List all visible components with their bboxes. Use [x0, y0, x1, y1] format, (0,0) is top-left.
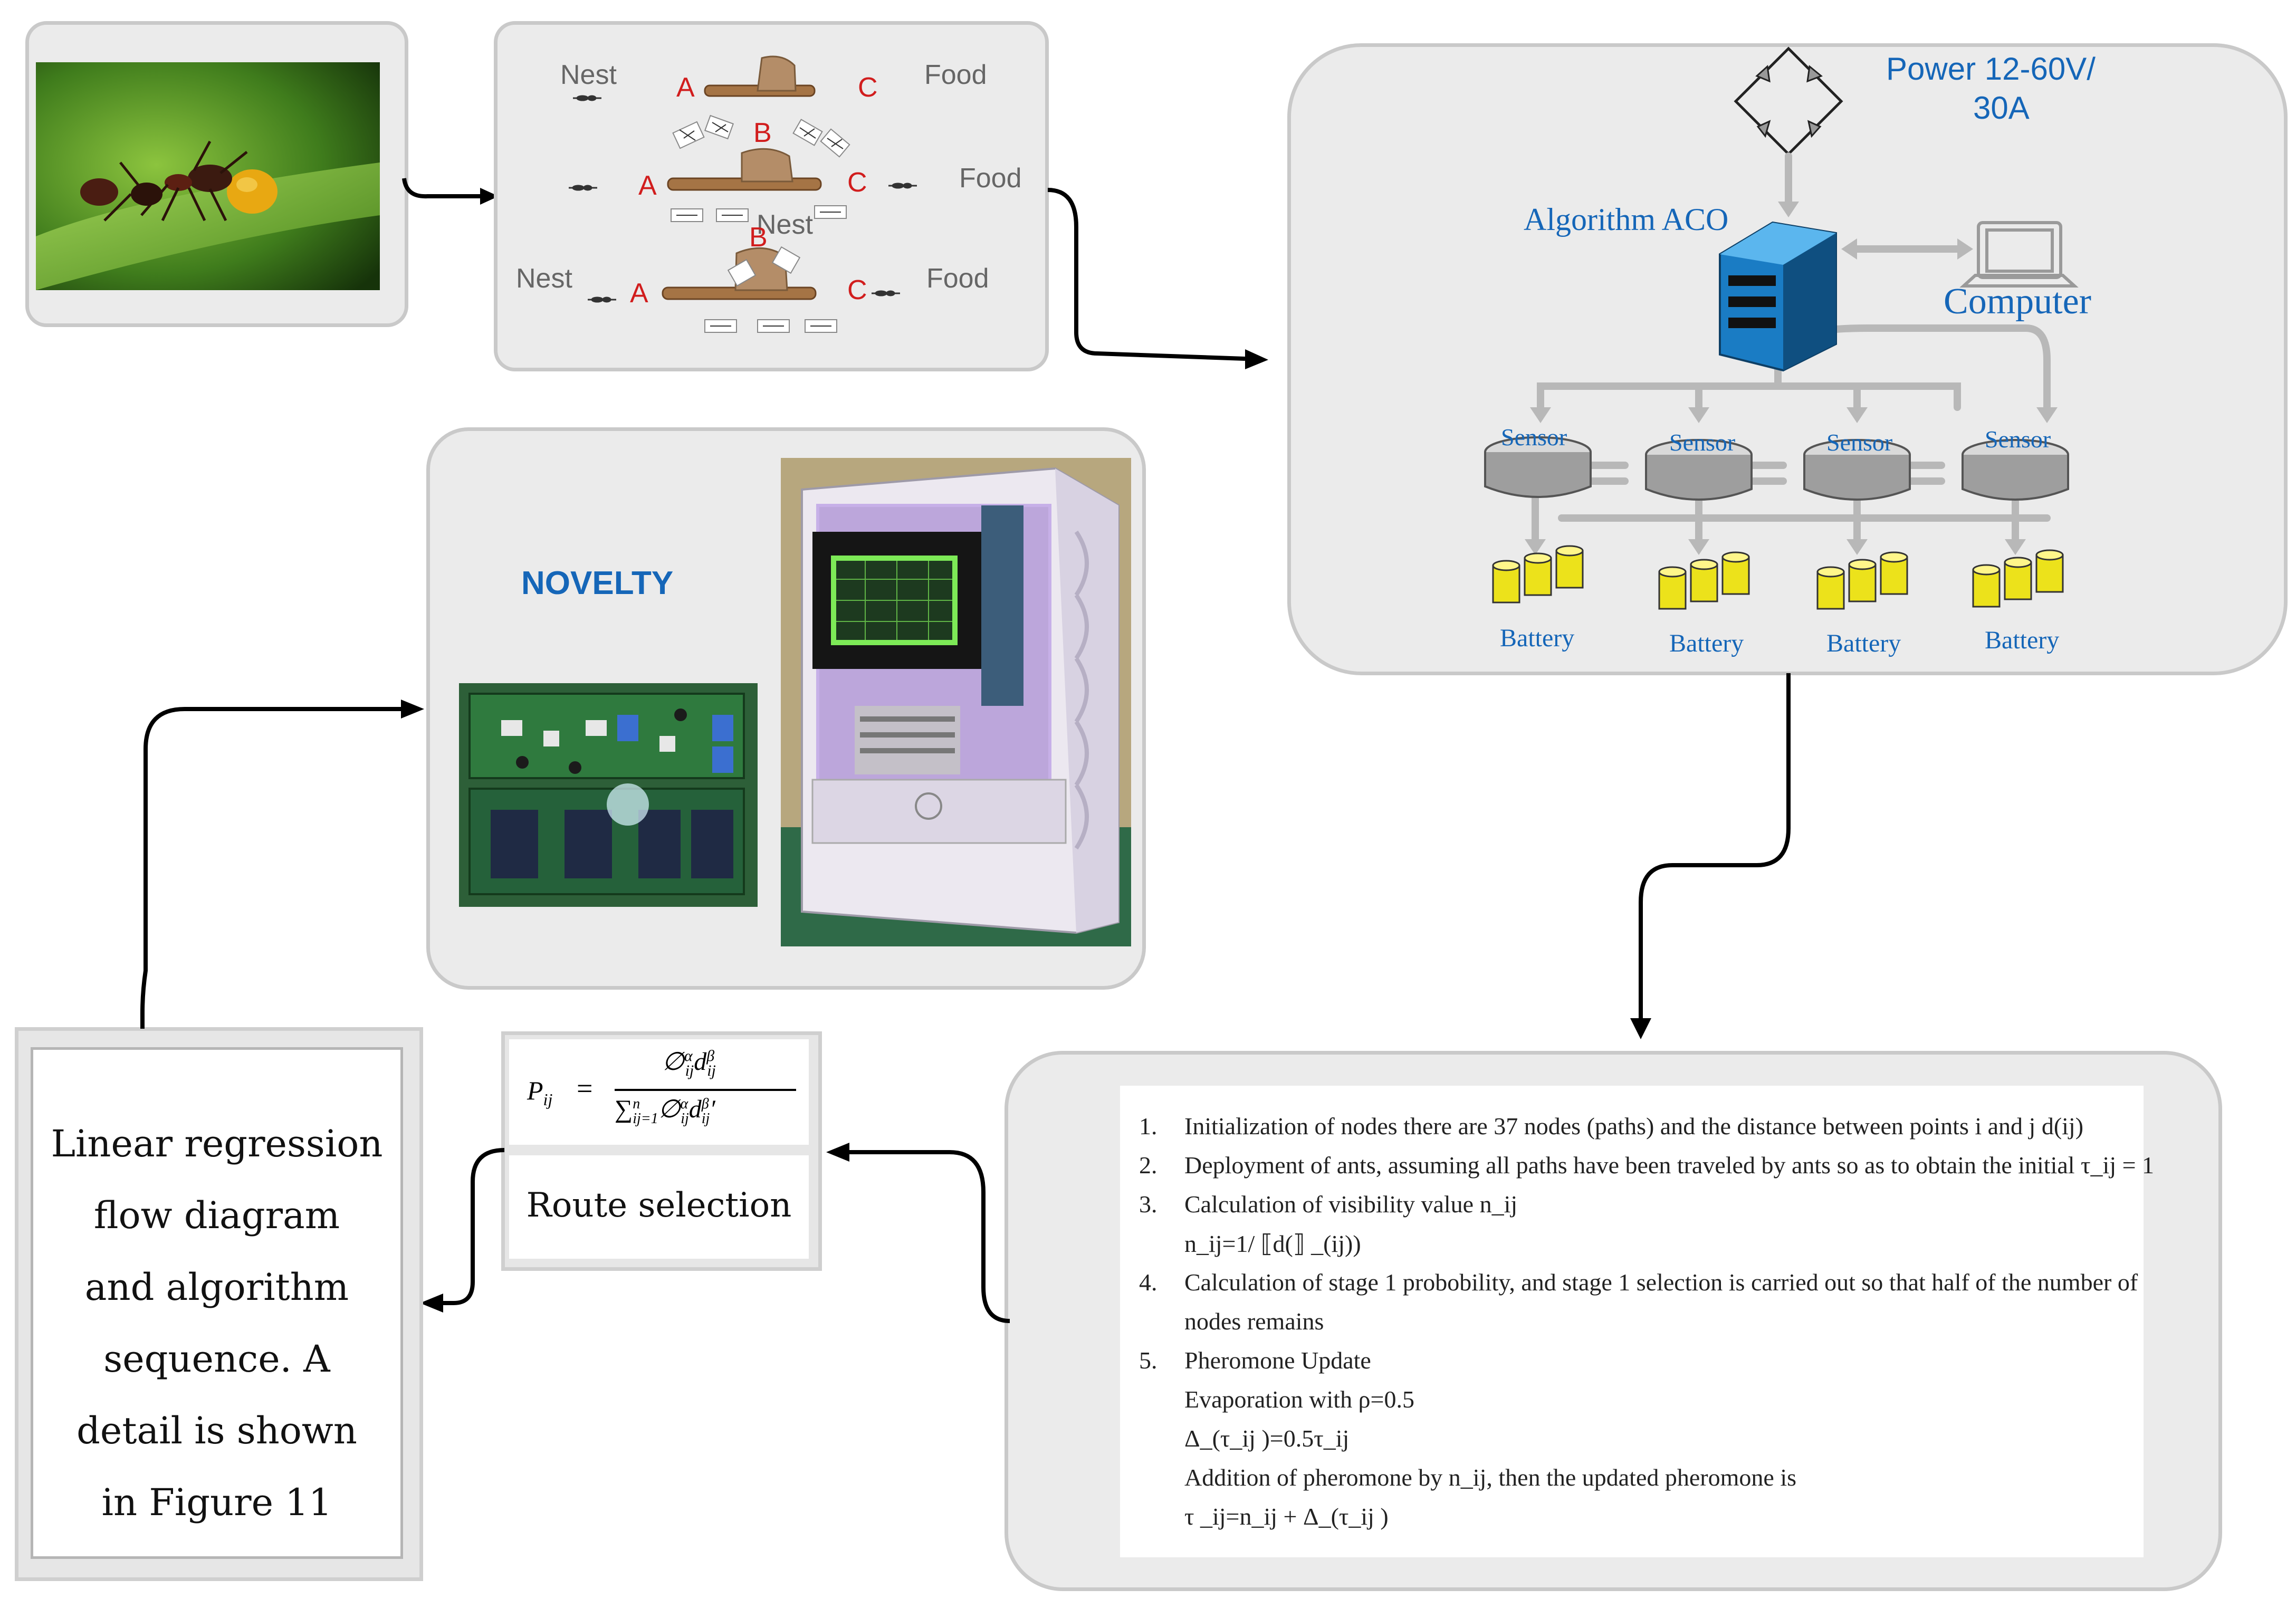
battery-label-2: Battery: [1669, 629, 1744, 657]
step-text: Calculation of stage 1 probobility, and …: [1184, 1269, 2138, 1296]
point-b-3: B: [749, 222, 768, 253]
point-c-2: C: [847, 167, 867, 198]
fraction-bar: [615, 1089, 796, 1091]
point-a-3: A: [630, 278, 648, 309]
system-graphics: [1484, 46, 2079, 610]
arrow-system-to-steps: [1630, 673, 1791, 1039]
food-label-1: Food: [924, 60, 987, 90]
sensor-label-1: Sensor: [1501, 424, 1567, 451]
probability-formula: Pij = ∅αijdβij ∑nij=1∅αijdβij′: [509, 1039, 809, 1145]
point-a-2: A: [638, 170, 657, 201]
algorithm-label: Algorithm ACO: [1524, 202, 1729, 237]
sensor-label-4: Sensor: [1985, 426, 2051, 453]
route-selection-label: Route selection: [526, 1186, 792, 1225]
step-text: Evaporation with ρ=0.5: [1184, 1386, 1414, 1413]
arrow-nest-to-system: [1047, 188, 1268, 369]
formula-equals: =: [577, 1073, 593, 1104]
steps-list: 1. Initialization of nodes there are 37 …: [1120, 1086, 2154, 1557]
enclosure-photo: [781, 458, 1131, 946]
sum-symbol: ∑: [615, 1095, 633, 1123]
route-label-box: Route selection: [509, 1155, 809, 1259]
lr-line: and algorithm: [84, 1266, 349, 1309]
nest-food-graphics: [569, 55, 917, 333]
d-symbol: d: [694, 1048, 707, 1076]
step-num: 5.: [1139, 1347, 1157, 1374]
point-a-1: A: [676, 72, 695, 103]
d-symbol: d: [688, 1095, 702, 1123]
beta-sup: β: [701, 1096, 709, 1112]
lr-line: Linear regression: [51, 1122, 383, 1165]
prime-mark: ′: [710, 1095, 715, 1123]
step-num: 4.: [1139, 1269, 1157, 1296]
food-label-2: Food: [959, 163, 1022, 194]
lr-line: in Figure 11: [101, 1481, 332, 1524]
phi-sub: ij: [685, 1061, 694, 1079]
arrow-photo-to-nest: [402, 178, 499, 205]
d-sub: ij: [701, 1110, 710, 1127]
step-text: Initialization of nodes there are 37 nod…: [1184, 1113, 2084, 1140]
step-num: 3.: [1139, 1191, 1157, 1218]
linear-regression-box: Linear regression flow diagram and algor…: [31, 1047, 403, 1559]
phi-sub: ij: [681, 1110, 689, 1127]
food-label-3: Food: [926, 263, 989, 294]
point-c-3: C: [847, 275, 867, 305]
nest-label-1: Nest: [560, 60, 617, 90]
linear-regression-text: Linear regression flow diagram and algor…: [33, 1108, 400, 1538]
sensor-label-3: Sensor: [1826, 429, 1893, 456]
nest-label-3: Nest: [516, 263, 572, 294]
d-sub: ij: [707, 1061, 716, 1079]
step-num: 2.: [1139, 1152, 1157, 1179]
point-b-2: B: [753, 118, 772, 148]
lr-line: flow diagram: [93, 1194, 340, 1237]
power-label: Power 12-60V/: [1886, 51, 2096, 87]
step-text: Calculation of visibility value n_ij: [1184, 1191, 1518, 1218]
step-text: Pheromone Update: [1184, 1347, 1371, 1374]
formula-lhs-sub: ij: [543, 1090, 553, 1109]
step-text: τ _ij=n_ij + Δ_(τ_ij ): [1184, 1503, 1389, 1530]
step-text: Δ_(τ_ij )=0.5τ_ij: [1184, 1425, 1350, 1452]
step-text: Addition of pheromone by n_ij, then the …: [1184, 1464, 1796, 1491]
novelty-title: NOVELTY: [521, 565, 674, 601]
point-c-1: C: [858, 72, 878, 103]
power-label-2: 30A: [1973, 90, 2030, 126]
circuit-board-photo: [459, 683, 758, 907]
step-num: 1.: [1139, 1113, 1157, 1140]
step-text: nodes remains: [1184, 1308, 1324, 1335]
sum-sup: n: [633, 1096, 640, 1112]
formula-numerator: ∅αijdβij: [662, 1047, 716, 1080]
alpha-sup: α: [680, 1096, 688, 1112]
battery-label-4: Battery: [1985, 626, 2060, 654]
lr-line: detail is shown: [76, 1409, 357, 1452]
lr-line: sequence. A: [103, 1337, 330, 1381]
alpha-sup: α: [684, 1047, 693, 1065]
battery-label-3: Battery: [1826, 629, 1901, 657]
arrow-route-to-regression: [420, 1148, 505, 1313]
sensor-label-2: Sensor: [1669, 429, 1736, 456]
sum-sub: ij=1: [633, 1110, 658, 1127]
beta-sup: β: [706, 1047, 715, 1065]
step-text: n_ij=1/ ⟦d(⟧ _(ij)): [1184, 1230, 1361, 1257]
formula-denominator: ∑nij=1∅αijdβij′: [615, 1094, 715, 1127]
ant-photo: [36, 62, 380, 290]
formula-lhs: P: [527, 1076, 543, 1105]
arrow-regression-to-novelty: [140, 700, 424, 1029]
phi-symbol: ∅: [662, 1048, 684, 1076]
phi-symbol: ∅: [658, 1095, 681, 1123]
battery-label-1: Battery: [1500, 624, 1575, 652]
computer-label: Computer: [1944, 281, 2091, 322]
step-text: Deployment of ants, assuming all paths h…: [1184, 1152, 2155, 1179]
arrow-steps-to-route: [826, 1143, 1010, 1323]
nest-label-overlap: Nest: [757, 209, 813, 240]
